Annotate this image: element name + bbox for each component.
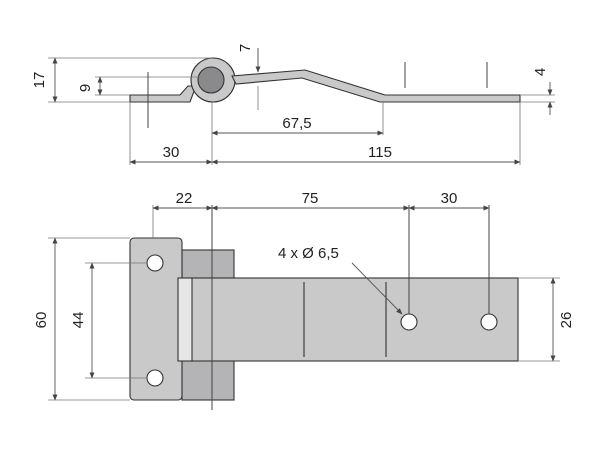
dim-thickness: 4 <box>532 68 549 76</box>
dim-plate-height: 60 <box>33 312 50 329</box>
side-right-leaf <box>231 69 521 103</box>
hole-strap-2 <box>480 313 498 331</box>
dim-leaf-length: 115 <box>368 144 392 161</box>
dim-strap-width: 26 <box>558 312 575 329</box>
top-view: 22 75 30 60 44 26 4 x Ø 6,5 <box>33 190 575 410</box>
dim-hole-vertical-spacing: 44 <box>70 312 87 329</box>
hole-plate-top <box>146 254 164 272</box>
top-pin-cylinder <box>177 277 193 362</box>
side-view: 17 9 7 4 67,5 30 115 <box>31 44 555 165</box>
top-strap <box>189 277 519 362</box>
hole-plate-bottom <box>146 369 164 387</box>
side-pin <box>197 66 225 94</box>
dim-total-height: 17 <box>31 72 48 89</box>
hole-callout-label: 4 x Ø 6,5 <box>278 245 339 262</box>
dim-hole-spacing: 30 <box>441 190 458 207</box>
side-left-leaf <box>129 85 197 103</box>
dim-hinge-to-pin: 30 <box>163 144 180 161</box>
hole-strap-1 <box>400 313 418 331</box>
dim-bend-position: 67,5 <box>282 115 311 132</box>
dim-leaf-offset: 9 <box>77 84 94 92</box>
dim-pin-to-hole: 75 <box>302 190 319 207</box>
dim-hole-to-pin: 22 <box>176 190 193 207</box>
dim-pin-gap: 7 <box>237 44 254 52</box>
